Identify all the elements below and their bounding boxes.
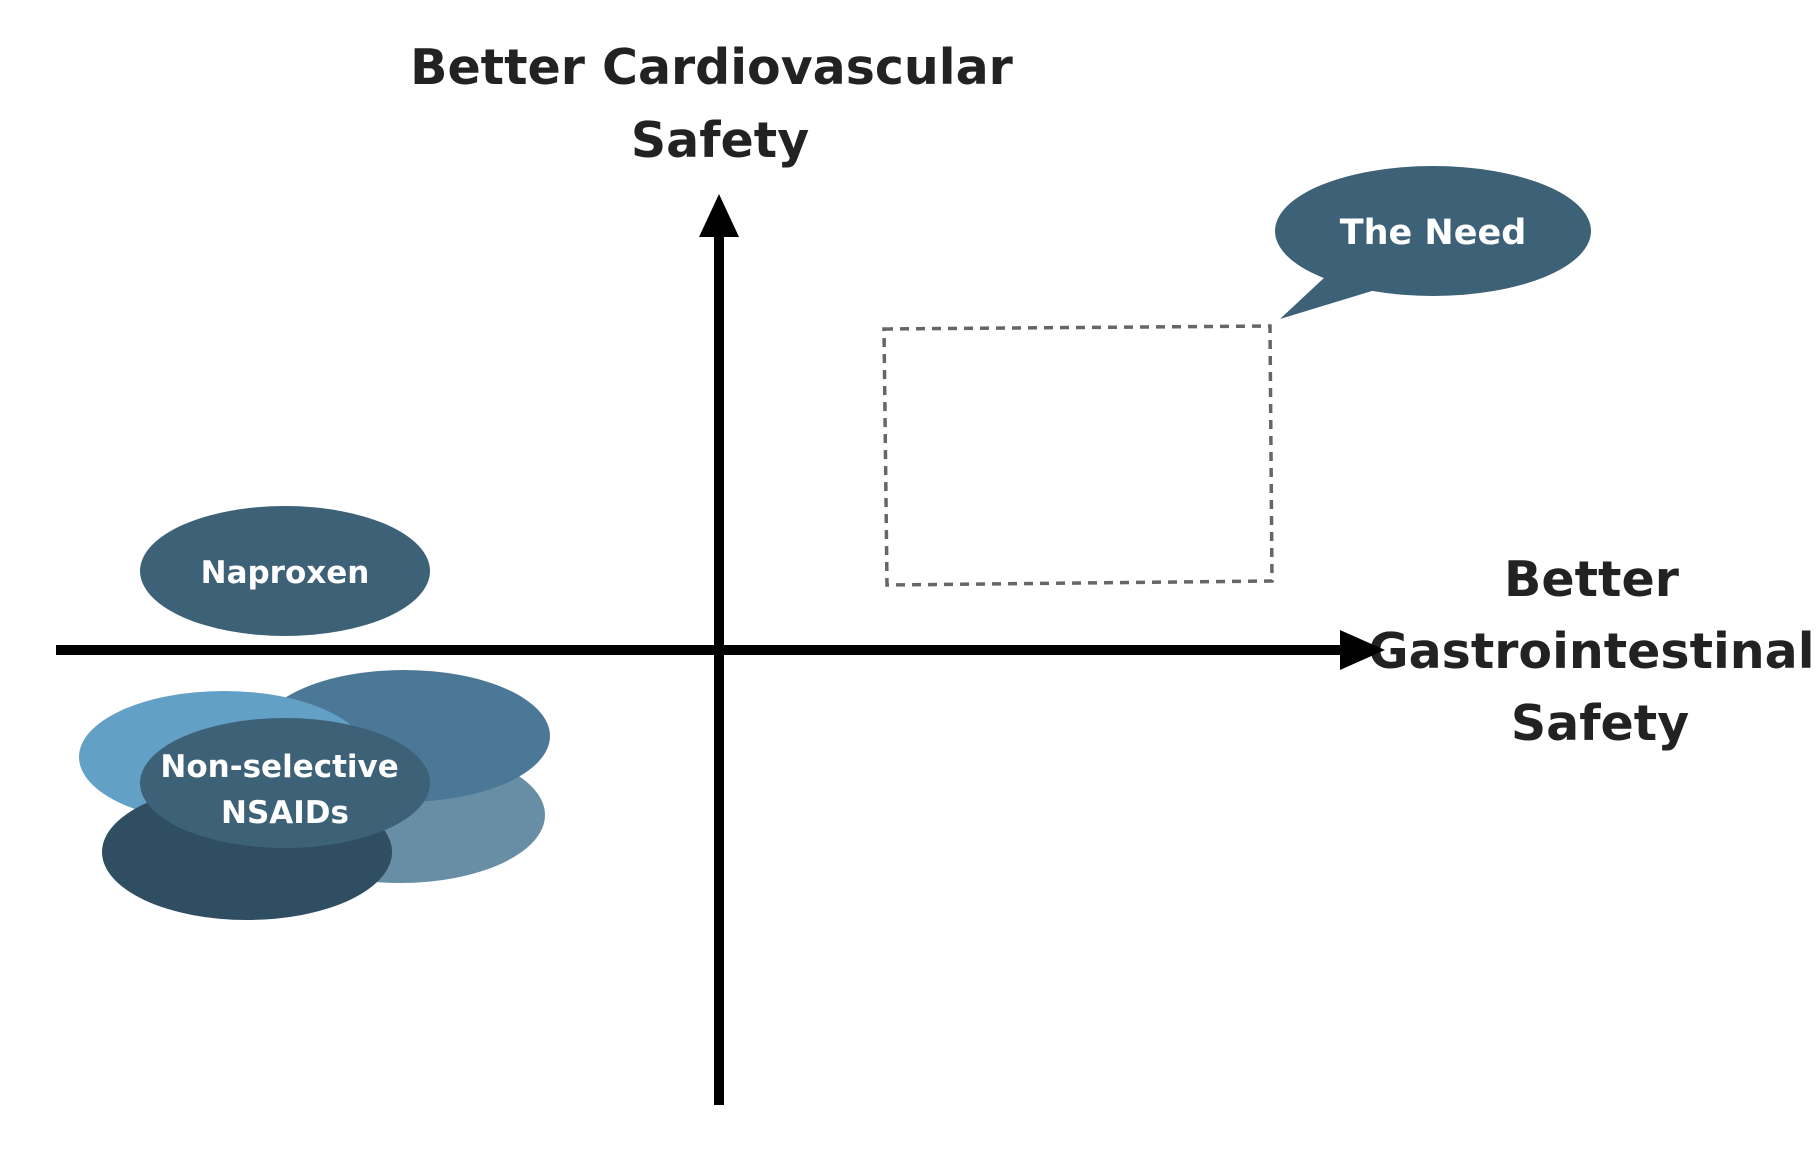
- y-axis-title-line-1: Better Cardiovascular: [410, 39, 1014, 96]
- x-axis-arrowhead: [1340, 630, 1385, 670]
- naproxen-bubble: [140, 506, 430, 636]
- the-need-callout: The Need: [1275, 166, 1591, 319]
- y-axis-title: Better Cardiovascular Safety: [410, 39, 1030, 169]
- naproxen-label: Naproxen: [201, 555, 370, 591]
- nonselective-nsaids-cluster: Non-selective NSAIDs: [79, 670, 550, 920]
- callout-label: The Need: [1340, 213, 1527, 253]
- y-axis-arrowhead: [699, 194, 739, 237]
- x-axis-title-line-3: Safety: [1511, 695, 1689, 752]
- nsaids-label-line-2: NSAIDs: [221, 795, 349, 831]
- nonselective-nsaids-bubble: [140, 718, 430, 848]
- x-axis-title-line-2: Gastrointestinal: [1368, 623, 1814, 680]
- nsaids-label-line-1: Non-selective: [160, 749, 398, 785]
- x-axis-title-line-1: Better: [1504, 551, 1680, 608]
- callout-bubble: [1275, 166, 1591, 296]
- y-axis-title-line-2: Safety: [631, 112, 809, 169]
- nonselective-nsaids-label: Non-selective NSAIDs: [160, 749, 409, 831]
- naproxen-group: Naproxen: [140, 506, 430, 636]
- x-axis-title: Better Gastrointestinal Safety: [1368, 551, 1820, 752]
- target-region: [882, 324, 1274, 587]
